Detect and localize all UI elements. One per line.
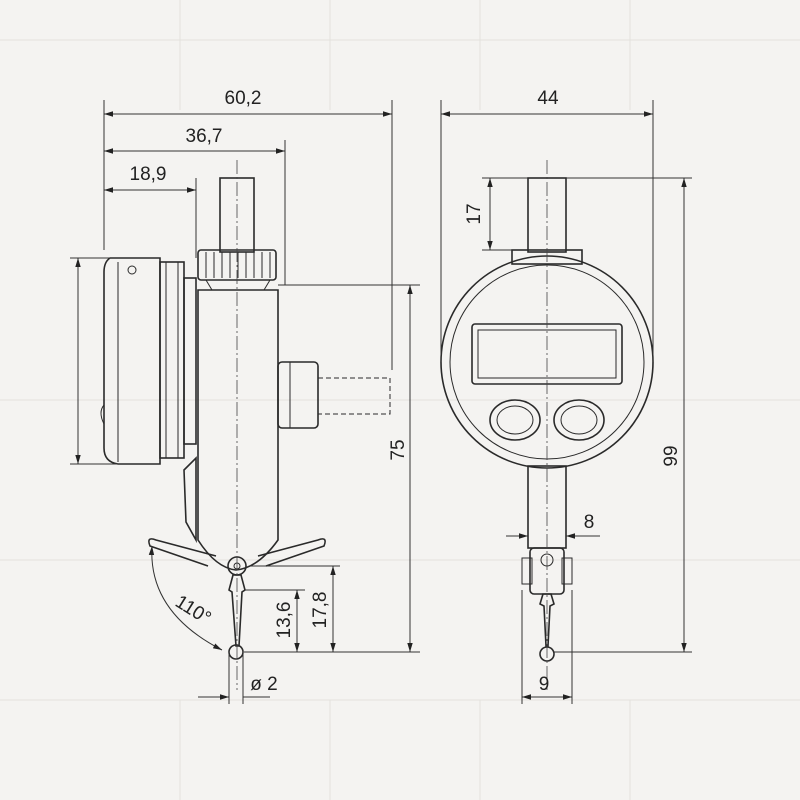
dim-tip-height-2: 17,8 [310,592,331,629]
dim-dial-depth: 18,9 [130,164,167,185]
front-button-right [553,399,605,441]
dimension-labels: 60,2 36,7 18,9 44 17 75 99 8 13,6 17,8 1… [124,86,682,695]
dim-body-width: 36,7 [186,126,223,147]
dim-stem-diameter: 8 [584,512,595,533]
side-main-body [197,289,279,571]
dim-side-height: 75 [388,439,409,460]
dim-bottom-width: 9 [539,674,550,695]
side-swivel-arm-right [257,538,326,567]
dim-front-width: 44 [537,88,559,109]
dim-stem-length: 17 [464,203,485,224]
dim-swivel-angle: 110° [171,591,214,629]
dim-tip-height-1: 13,6 [274,602,295,639]
dim-ball-diameter: ø 2 [250,674,277,695]
side-swivel-arm-left [148,538,217,567]
side-view [100,160,391,690]
dim-total-height: 99 [661,445,682,466]
side-lug [277,361,319,429]
side-bezel [159,261,185,459]
front-probe [539,593,555,647]
front-button-left [489,399,541,441]
dimension-lines [70,100,692,704]
dim-total-width: 60,2 [225,88,262,109]
side-clamp-bracket [183,456,197,544]
front-view [440,160,654,690]
side-probe-ball [228,644,244,660]
side-dial-housing [103,257,161,465]
side-dial-bump [100,404,105,425]
